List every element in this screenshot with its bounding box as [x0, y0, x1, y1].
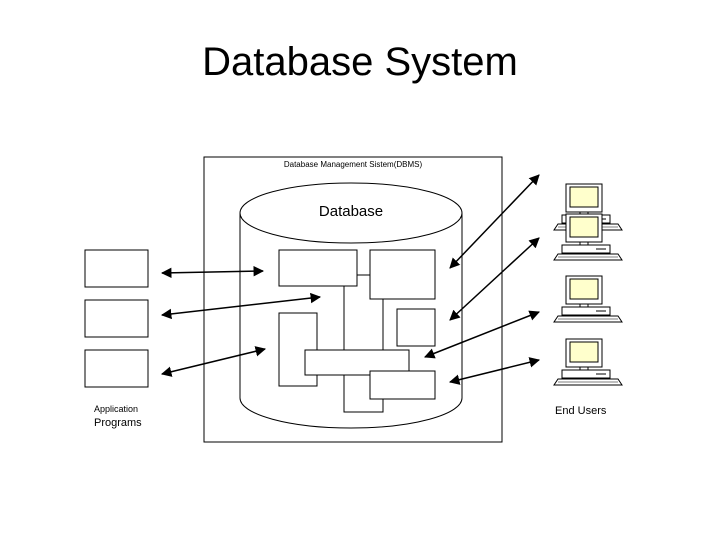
- application-label-line2: Programs: [94, 417, 142, 429]
- database-label: Database: [318, 203, 384, 220]
- end-user-arrows: [424, 174, 541, 385]
- end-users-label: End Users: [555, 405, 607, 417]
- application-arrows: [160, 265, 322, 377]
- computer-terminal-icon: [553, 338, 623, 386]
- slide-title: Database System: [202, 40, 518, 84]
- computer-terminal-icon: [553, 275, 623, 323]
- data-blocks: [278, 249, 436, 413]
- dbms-label: Database Management Sistem(DBMS): [283, 160, 423, 169]
- application-label-line1: Application: [94, 404, 139, 414]
- application-program-boxes: [84, 249, 149, 388]
